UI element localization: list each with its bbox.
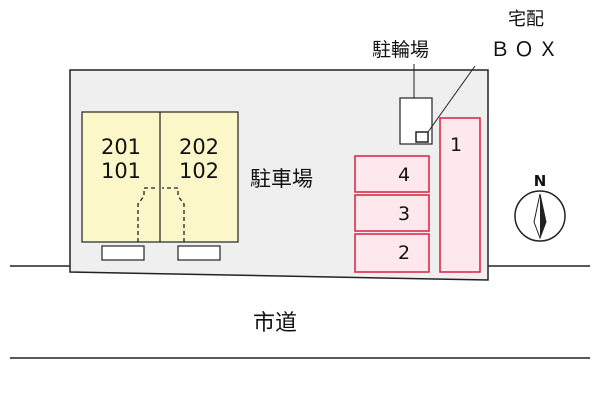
step-101 bbox=[101, 245, 145, 261]
unit-label-201: 201 bbox=[101, 135, 141, 159]
parking-space-number-1: 1 bbox=[450, 134, 462, 156]
compass-north-label: N bbox=[534, 172, 547, 190]
delivery-box-leader bbox=[427, 65, 476, 133]
unit-label-101: 101 bbox=[101, 159, 141, 183]
step-102 bbox=[177, 245, 221, 261]
parking-space-number-2: 2 bbox=[398, 242, 410, 264]
bicycle-parking-label: 駐輪場 bbox=[372, 39, 429, 61]
parking-space-number-4: 4 bbox=[398, 164, 410, 186]
parking-space-number-3: 3 bbox=[398, 203, 410, 225]
parking-space-1 bbox=[439, 117, 481, 273]
parking-label: 駐車場 bbox=[250, 167, 313, 191]
delivery-box-label-line2: ＢＯＸ bbox=[490, 37, 562, 61]
unit-label-102: 102 bbox=[179, 159, 219, 183]
parking-space-4 bbox=[354, 155, 430, 193]
north-compass-icon bbox=[514, 190, 566, 242]
parking-space-3 bbox=[354, 194, 430, 232]
delivery-box bbox=[415, 131, 429, 143]
delivery-box-label-line1: 宅配 bbox=[508, 9, 544, 30]
unit-label-202: 202 bbox=[179, 135, 219, 159]
parking-space-2 bbox=[354, 233, 430, 273]
road-label: 市道 bbox=[253, 311, 297, 336]
